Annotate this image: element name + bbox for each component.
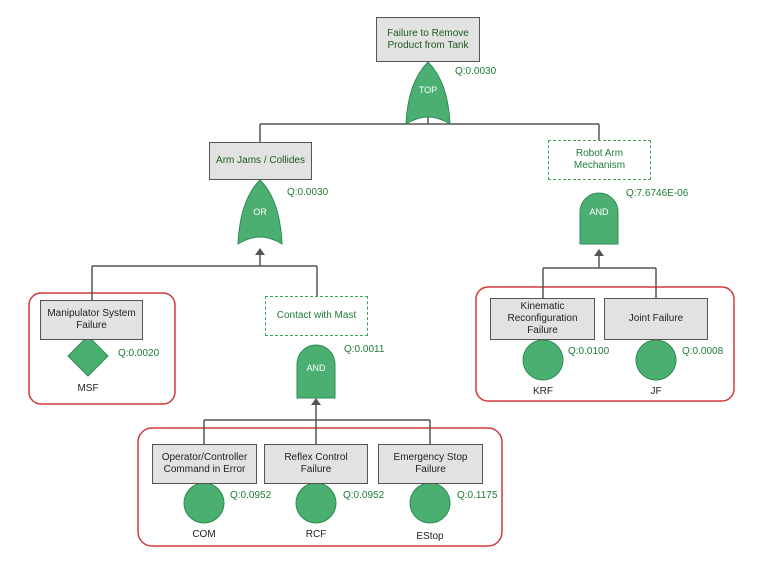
joint-box[interactable]: Joint Failure — [604, 298, 708, 340]
com-probability: Q:0.0952 — [230, 490, 272, 501]
robot-arm-box[interactable]: Robot Arm Mechanism — [548, 140, 651, 180]
jf-label: JF — [650, 386, 662, 397]
jf-probability: Q:0.0008 — [682, 346, 724, 357]
contact-mast-gate-label: AND — [306, 363, 326, 373]
manipulator-box[interactable]: Manipulator System Failure — [40, 300, 143, 340]
arm-jams-box[interactable]: Arm Jams / Collides — [209, 142, 312, 180]
krf-basic-event-circle[interactable] — [522, 339, 564, 381]
estop-basic-event-circle[interactable] — [409, 482, 451, 524]
jf-basic-event-circle[interactable] — [635, 339, 677, 381]
top-probability: Q:0.0030 — [455, 66, 497, 77]
msf-undeveloped-event-diamond[interactable] — [67, 335, 109, 377]
robot-arm-probability: Q:7.6746E-06 — [626, 188, 689, 199]
contact-mast-probability: Q:0.0011 — [344, 344, 385, 355]
operator-box[interactable]: Operator/Controller Command in Error — [152, 444, 257, 484]
com-basic-event-circle[interactable] — [183, 482, 225, 524]
robot-arm-gate-label: AND — [589, 207, 609, 217]
contact-mast-and-gate[interactable] — [296, 344, 336, 399]
estop-box[interactable]: Emergency Stop Failure — [378, 444, 483, 484]
arm-jams-or-gate[interactable] — [237, 179, 283, 245]
rcf-basic-event-circle[interactable] — [295, 482, 337, 524]
com-label: COM — [192, 529, 216, 540]
estop-probability: Q:0.1175 — [457, 490, 498, 501]
top-or-gate[interactable] — [405, 61, 451, 125]
krf-probability: Q:0.0100 — [568, 346, 610, 357]
top-gate-label: TOP — [418, 85, 438, 95]
group-basic-events-robot — [475, 286, 735, 402]
msf-label: MSF — [77, 383, 99, 394]
rcf-probability: Q:0.0952 — [343, 490, 385, 501]
contact-mast-box[interactable]: Contact with Mast — [265, 296, 368, 336]
top-event-box[interactable]: Failure to Remove Product from Tank — [376, 17, 480, 62]
group-basic-events-contact — [137, 427, 503, 547]
connector-lines — [91, 114, 657, 444]
arm-jams-gate-label: OR — [253, 207, 267, 217]
msf-probability: Q:0.0020 — [118, 348, 160, 359]
robot-arm-and-gate[interactable] — [579, 192, 619, 245]
kinematic-box[interactable]: Kinematic Reconfiguration Failure — [490, 298, 595, 340]
estop-label: EStop — [416, 531, 444, 542]
reflex-box[interactable]: Reflex Control Failure — [264, 444, 368, 484]
arm-jams-probability: Q:0.0030 — [287, 187, 329, 198]
group-manipulator — [28, 292, 176, 405]
rcf-label: RCF — [305, 529, 327, 540]
krf-label: KRF — [533, 386, 553, 397]
